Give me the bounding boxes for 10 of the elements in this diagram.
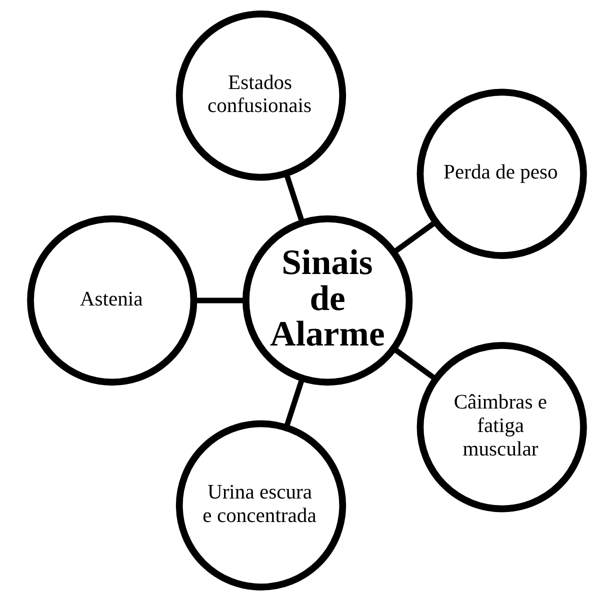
connector (392, 220, 438, 254)
connector (392, 346, 438, 382)
node-circle: Sinais de Alarme (242, 215, 413, 386)
node-circle: Astenia (27, 215, 198, 386)
connector (284, 378, 305, 428)
connector (284, 172, 305, 224)
node-circle: Perda de peso (416, 88, 587, 259)
node-circle: Câimbras e fatiga muscular (416, 342, 587, 512)
node-circle: Estados confusionais (176, 10, 346, 181)
node-circle: Urina escura e concentrada (176, 420, 346, 590)
